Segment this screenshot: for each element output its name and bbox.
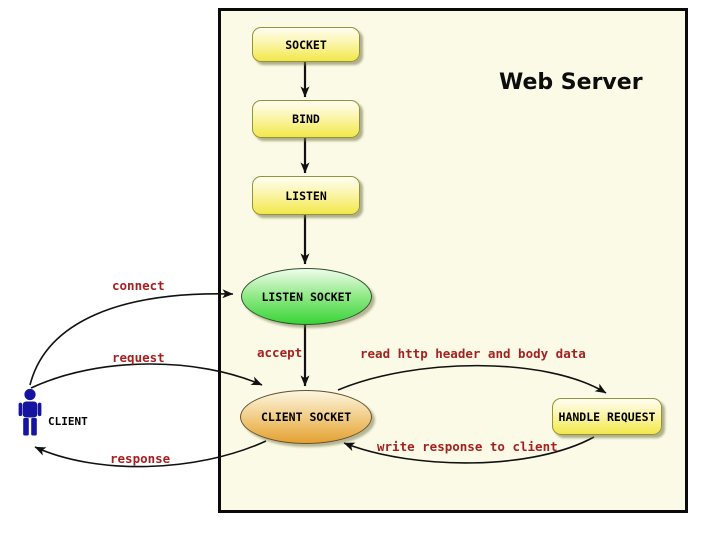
node-listen: LISTEN (252, 176, 360, 215)
edge-label-connect: connect (112, 278, 165, 293)
page-title: Web Server (499, 70, 643, 95)
edge-label-write-response: write response to client (377, 439, 558, 454)
edge-response (34, 440, 267, 468)
edge-label-request: request (112, 350, 165, 365)
node-socket: SOCKET (252, 27, 360, 62)
node-client-socket: CLIENT SOCKET (240, 390, 372, 444)
edge-label-response: response (110, 451, 171, 466)
node-bind-label: BIND (292, 112, 320, 126)
edge-write-response (343, 436, 595, 464)
node-listen-socket-label: LISTEN SOCKET (261, 289, 352, 304)
node-handle-request-label: HANDLE REQUEST (558, 409, 656, 424)
edge-label-accept: accept (257, 345, 303, 360)
client-label: CLIENT (48, 415, 88, 428)
edge-read-http (337, 364, 607, 394)
node-handle-request: HANDLE REQUEST (552, 398, 662, 435)
node-listen-label: LISTEN (285, 188, 327, 203)
edge-request (30, 363, 263, 389)
node-listen-socket: LISTEN SOCKET (241, 268, 372, 325)
node-client-socket-label: CLIENT SOCKET (260, 410, 351, 424)
edge-connect (29, 289, 234, 386)
client-person-icon (18, 388, 42, 436)
edge-label-read-http: read http header and body data (360, 346, 586, 361)
node-bind: BIND (252, 100, 360, 138)
node-socket-label: SOCKET (285, 37, 327, 52)
